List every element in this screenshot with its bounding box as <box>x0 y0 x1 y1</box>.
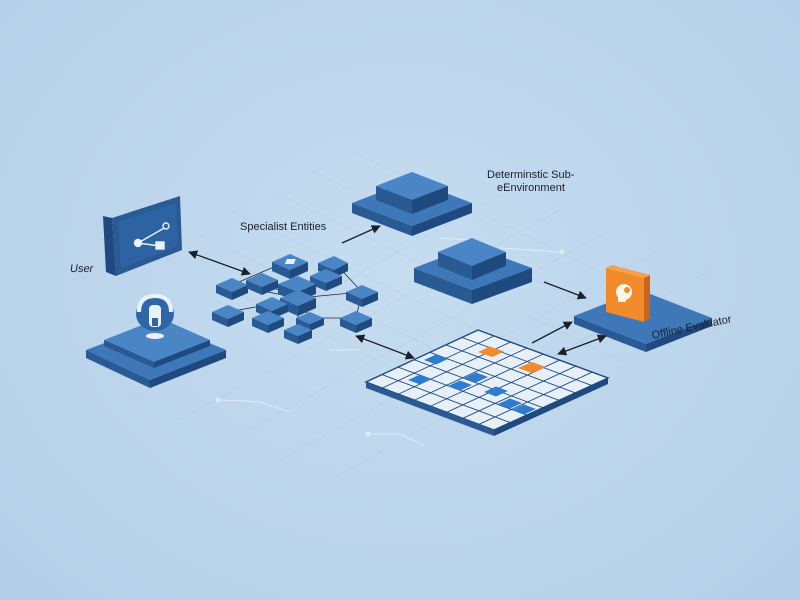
label-specialist-entities: Specialist Entities <box>240 221 327 233</box>
arrow-entities-to-deterministic <box>341 225 381 244</box>
label-deterministic-sub-environment: Determinstic Sub- eEnvironment <box>487 169 574 194</box>
entity-cube[interactable] <box>212 305 244 327</box>
idea-head-icon[interactable] <box>606 265 650 322</box>
environment-block-stack[interactable] <box>414 238 532 304</box>
network-graph-icon <box>133 222 170 250</box>
circuit-traces <box>215 237 565 447</box>
headset-user-icon <box>136 293 174 339</box>
entity-cube[interactable] <box>252 311 284 333</box>
user-monitor[interactable] <box>103 196 182 276</box>
entity-cube[interactable] <box>246 273 278 295</box>
entity-cube[interactable] <box>340 311 372 333</box>
entity-cube[interactable] <box>216 278 248 300</box>
label-deterministic-line1: Determinstic Sub- <box>487 169 575 181</box>
arrow-entities-to-grid <box>355 334 415 360</box>
gear-icon <box>424 354 448 365</box>
deterministic-sub-environment-stack[interactable] <box>352 172 472 236</box>
label-user: User <box>69 263 95 275</box>
flow-arrows <box>188 225 607 360</box>
entity-cube[interactable] <box>272 254 308 279</box>
entity-cube[interactable] <box>310 269 342 291</box>
arrow-user-to-entities <box>188 250 251 276</box>
user-platform[interactable] <box>86 318 226 388</box>
entity-cube[interactable] <box>346 285 378 307</box>
label-deterministic-line2: eEnvironment <box>497 181 565 194</box>
arrow-evaluator-to-grid <box>557 334 607 356</box>
entity-cube[interactable] <box>284 324 312 344</box>
specialist-entities-cluster[interactable] <box>212 254 378 344</box>
arrow-environment-to-evaluator <box>543 281 587 300</box>
grid-board[interactable] <box>364 329 610 436</box>
arrow-grid-to-evaluator-up <box>531 321 573 344</box>
